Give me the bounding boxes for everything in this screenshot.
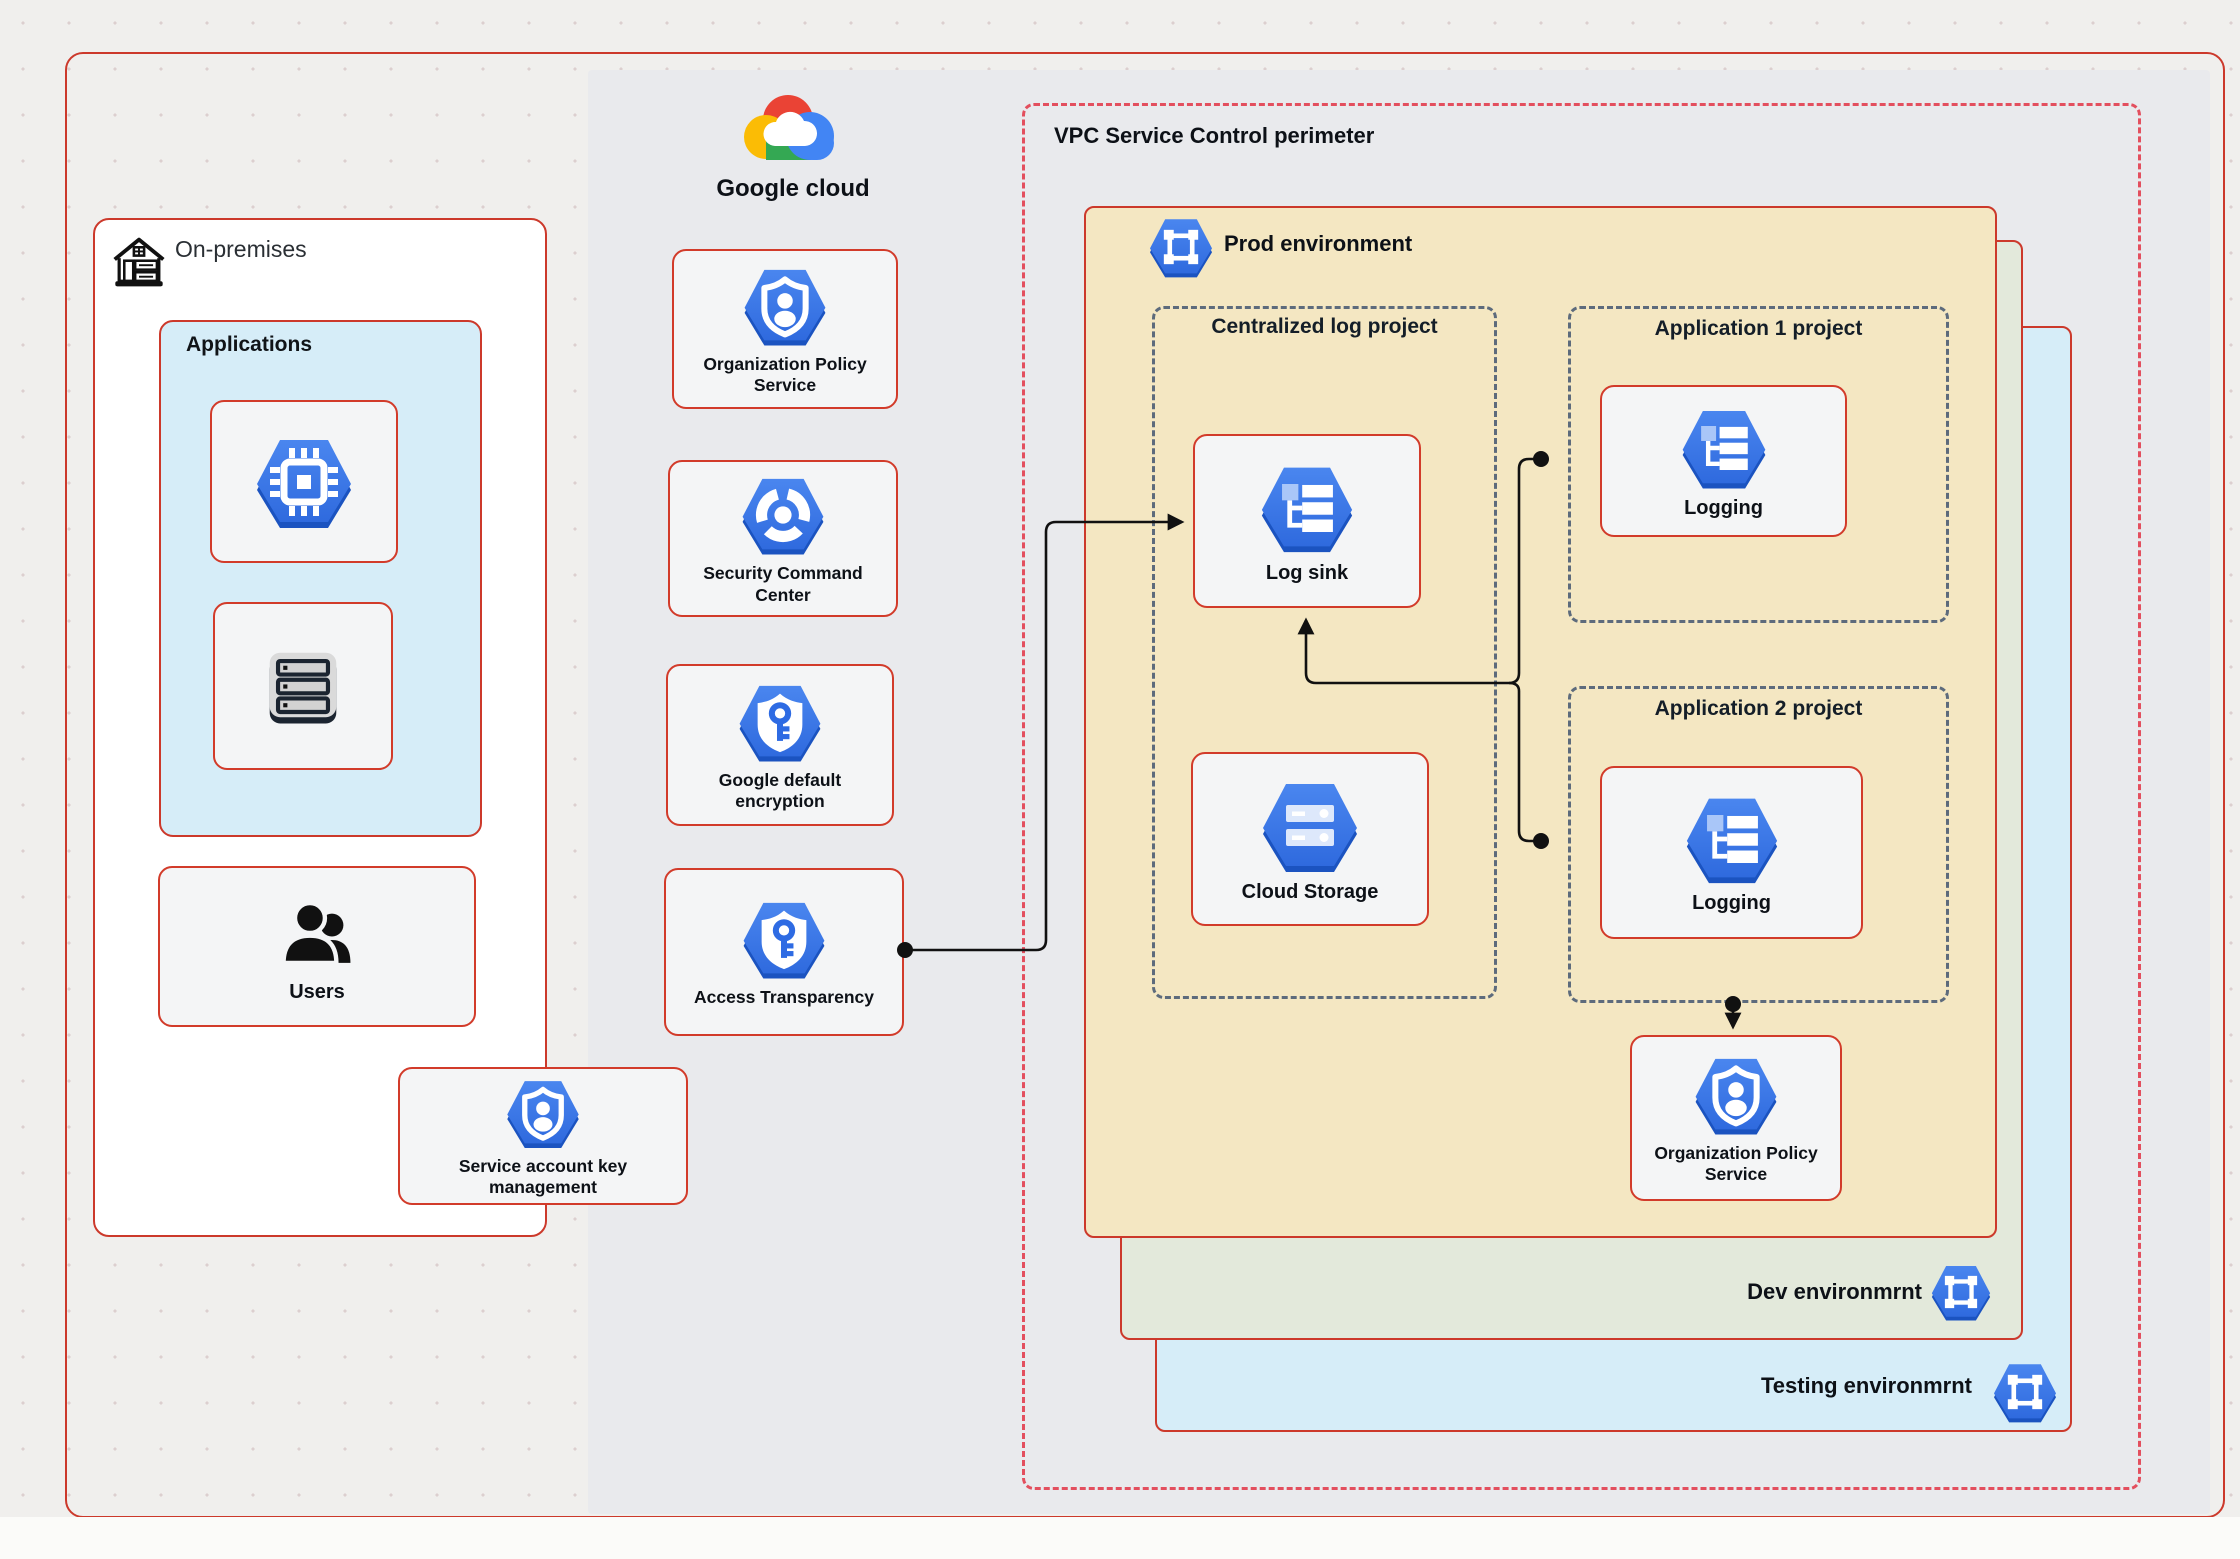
access-transparency-card: Access Transparency — [664, 868, 904, 1036]
security-command-center-card: Security Command Center — [668, 460, 898, 617]
compute-chip-icon — [257, 439, 351, 528]
application-compute-card — [210, 400, 398, 563]
security-command-center-label: Security Command Center — [703, 563, 863, 605]
vpc-perimeter-label: VPC Service Control perimeter — [1054, 123, 1375, 148]
service-account-key-icon — [507, 1080, 579, 1148]
access-transparency-icon — [743, 903, 825, 979]
log-sink-card: Log sink — [1193, 434, 1421, 608]
users-label: Users — [289, 981, 345, 1003]
logging-1-label: Logging — [1684, 496, 1763, 519]
application-2-project-label: Application 2 project — [1654, 697, 1863, 720]
cloud-storage-card: Cloud Storage — [1191, 752, 1429, 926]
log-sink-icon — [1261, 467, 1353, 552]
on-premises-label: On-premises — [175, 236, 307, 262]
org-policy-service-icon — [744, 269, 826, 346]
application-2-project-box — [1568, 686, 1949, 1003]
org-policy-service-label: Organization Policy Service — [703, 353, 867, 395]
log-sink-label: Log sink — [1265, 561, 1349, 584]
cloud-storage-icon — [1263, 783, 1357, 872]
prod-org-policy-label: Organization Policy Service — [1654, 1142, 1818, 1184]
dev-environment-icon — [1931, 1265, 1991, 1321]
google-cloud-label: Google cloud — [716, 175, 870, 202]
logging-2-label: Logging — [1692, 892, 1771, 914]
service-account-key-label: Service account key management — [458, 1155, 628, 1197]
server-rack-icon — [269, 652, 337, 724]
logging-1-icon — [1682, 410, 1765, 488]
google-cloud-logo — [744, 95, 834, 160]
security-command-center-icon — [742, 479, 824, 555]
google-default-encryption-card: Google default encryption — [666, 664, 894, 826]
users-card: Users — [158, 866, 476, 1027]
prod-environment-icon — [1149, 219, 1213, 278]
service-account-key-card: Service account key management — [398, 1067, 688, 1205]
on-premises-icon — [113, 237, 165, 287]
prod-environment-label: Prod environment — [1224, 231, 1413, 256]
dev-environment-label: Dev environmrnt — [1747, 1279, 1922, 1304]
testing-environment-icon — [1993, 1364, 2057, 1423]
google-default-encryption-label: Google default encryption — [718, 769, 842, 811]
logging-2-card: Logging — [1600, 766, 1863, 939]
users-icon — [281, 900, 351, 966]
logging-1-card: Logging — [1600, 385, 1847, 537]
cloud-storage-label: Cloud Storage — [1241, 880, 1379, 903]
centralized-log-project-label: Centralized log project — [1211, 315, 1438, 338]
testing-environment-label: Testing environmrnt — [1760, 1373, 1972, 1398]
applications-label: Applications — [186, 333, 313, 356]
application-1-project-label: Application 1 project — [1654, 317, 1863, 340]
logging-2-icon — [1686, 798, 1777, 884]
google-default-encryption-icon — [739, 685, 821, 762]
prod-org-policy-card: Organization Policy Service — [1630, 1035, 1842, 1201]
bottom-strip — [0, 1517, 2240, 1559]
org-policy-service-card: Organization Policy Service — [672, 249, 898, 409]
application-1-project-box — [1568, 306, 1949, 623]
application-server-card — [213, 602, 393, 770]
access-transparency-label: Access Transparency — [694, 987, 874, 1008]
prod-org-policy-icon — [1695, 1058, 1777, 1135]
